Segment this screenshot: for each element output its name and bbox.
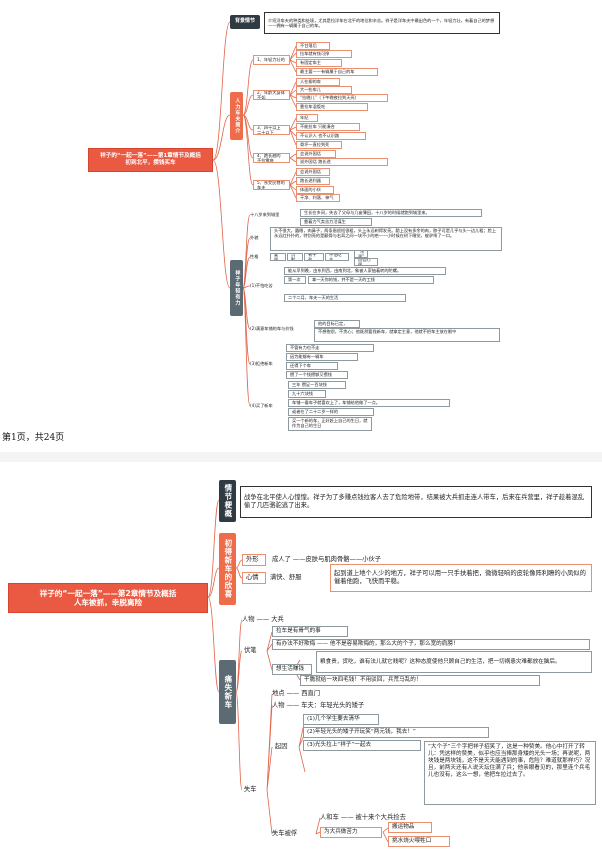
page2-appearance-label: 外形 bbox=[242, 554, 266, 566]
page1-group3-item: 骨坏一直拉到死 bbox=[296, 141, 342, 149]
page1-section-item: 因为能够有一辆车 bbox=[286, 353, 358, 361]
page1-trait: 不怕吃苦 bbox=[325, 253, 349, 261]
page1-section-item: 买一个新的车，正好赶上自己的生日，就作为自己的生日 bbox=[288, 417, 372, 431]
page1-group2-item: 靠拉车混饭吃 bbox=[296, 103, 368, 111]
page1-group-label-1: 1、年轻力壮的 bbox=[253, 55, 290, 65]
page1-trait: “乐观” bbox=[354, 250, 368, 258]
page1-group3-item: 不认识人 也不认识路 bbox=[296, 132, 366, 140]
page2-foreshadow-item: 拉车是有骨气的事 bbox=[272, 626, 348, 637]
page1-group1-item: 拉车就有钱可挣 bbox=[296, 50, 352, 58]
page1-section-item: 三年 攒足一百块钱 bbox=[288, 381, 346, 389]
page1-footer: 第1页，共24页 bbox=[2, 433, 65, 443]
page1-group2-item: “拉晚儿”（下午晚夜拉到天亮） bbox=[296, 94, 388, 102]
page1-group1-item: 最主要——有辆属于自己的车 bbox=[296, 68, 378, 76]
page2-root-line1: 祥子的“一起一落”——第2章情节及概括 bbox=[39, 588, 177, 598]
page1-section-item: 或者在了二十二岁一样的 bbox=[288, 408, 374, 416]
page1-group1-item: 有固定车主 bbox=[296, 59, 342, 67]
page1-section-item: 第一次 bbox=[284, 276, 306, 284]
page1-section-item: 还得下个车 bbox=[286, 362, 338, 370]
page1-group-label-4: 4、跑长趟的 不拉零座 bbox=[253, 153, 290, 163]
page1-group4-item: 说外国话 跑长途 bbox=[296, 158, 388, 166]
page1-group-label-3: 3、四十以上 二十以下 bbox=[253, 125, 290, 135]
page1-chapter-branch: 人力车夫简介 bbox=[230, 92, 243, 140]
page1-group-label-5: 5、东交民巷的车夫 bbox=[253, 180, 290, 190]
page1-group5-item: 干净、利落、神气 bbox=[296, 194, 340, 202]
page2-cause-item: (2)年轻光头的矮子开玩笑“两元钱，我去！” bbox=[303, 727, 489, 738]
page2-foreshadow-item: 想生活赚钱 bbox=[272, 664, 312, 675]
page1-root-topic: 祥子的“一起一落”——第1章情节及概括 初到北平，攒钱买车 bbox=[88, 148, 213, 172]
page1-section-item: 二个二月，车夫一天的生活 bbox=[284, 294, 406, 302]
page1-section-label: 外貌 bbox=[250, 235, 259, 241]
page2-cause-item: (3)光头拉上“祥子”一起去 bbox=[303, 740, 421, 751]
page1-group3-item: 年纪 bbox=[296, 114, 318, 122]
page1-section-item: 车铺一看车子就喜欢上了，车铺给他做了一点。 bbox=[288, 399, 450, 407]
page1-section-item: 攒了一个钱攒够又攒钱 bbox=[286, 371, 348, 379]
page2-new-car-branch: 初得新车的欣喜 bbox=[219, 533, 236, 605]
page2-plot-text: 战争在北平使人心惶惶。祥子为了多赚点钱拉客人去了危险地带，结果被大兵抓走连人带车… bbox=[240, 486, 592, 518]
page1-young-branch: 祥子年轻有力 bbox=[230, 260, 243, 316]
page1-section-label: (1)不怕吃苦 bbox=[250, 283, 273, 289]
page2-cause-text: “大个子”三个字把祥子招笑了，这是一种赞美。他心中打开了转儿：凭这样的赞美，似乎… bbox=[424, 741, 596, 805]
page1-group2-item: 大一些车儿 bbox=[296, 86, 352, 94]
page1-root-line1: 祥子的“一起一落”——第1章情节及概括 bbox=[100, 153, 201, 160]
page2-place: 地点 —— 西直门 bbox=[272, 690, 321, 698]
page1-section-item: 九十六块钱 bbox=[288, 390, 326, 398]
page2-root-topic: 祥子的“一起一落”——第2章情节及概括 人车被抓，幸脱离险 bbox=[8, 583, 208, 613]
page2-taken-label: 失车被俘 bbox=[272, 830, 298, 838]
page1-group5-item: 会说外国话 bbox=[296, 168, 330, 176]
page2-root-line2: 人车被抓，幸脱离险 bbox=[73, 598, 143, 607]
page2-taken-item: 挑水烧火喂牲口 bbox=[388, 836, 450, 847]
page1-section-item: 他的目标已定， bbox=[314, 320, 360, 328]
page1-section-label: (3)拒绝新车 bbox=[250, 361, 273, 367]
page1-section-item: 不管有力也不走 bbox=[286, 344, 374, 352]
page1-section-label: (2)满意车铺的车与价钱 bbox=[250, 326, 294, 332]
page1-section-item: 能从早到晚，由东到西，由南到北，象被人家抽着转的陀螺。 bbox=[284, 267, 446, 275]
page-separator bbox=[0, 452, 602, 462]
page2-person: 人物 —— 车夫：年轻光头的矮子 bbox=[272, 702, 365, 710]
page1-trait: 沉默 bbox=[287, 253, 303, 261]
page1-group3-item: 不能拉车 只能凑合 bbox=[296, 123, 360, 131]
page1-section-item: 生长在乡间，失去了父母与几亩薄田，十八岁的时候就跑到城里来。 bbox=[300, 209, 482, 217]
page2-lost-label: 失车 bbox=[244, 786, 257, 794]
page1-trait: 有干劲 bbox=[304, 253, 324, 261]
page2-mood-tag: 满快、舒服 bbox=[270, 574, 302, 582]
page2-foreshadow-item: 干脆就给一块四毛钱！不用驳回，兵荒马乱的！ bbox=[300, 675, 540, 686]
page1-section-item: 头不很大，圆眼，肉鼻子，两条眉很短很粗，头上永远剃得发亮。腮上没有多余的肉，脖子… bbox=[270, 227, 502, 251]
page1-section-label: (4)买了新车 bbox=[250, 403, 273, 409]
page1-section-label: 性格 bbox=[250, 254, 259, 260]
page2-cause-item: (1)几个学生要去清华 bbox=[303, 714, 379, 725]
page2-mood-text: 起到道上地个人少的地方，祥子可以用一只手扶着把，微微轻响的皮轮像阵利瞭的小凤似的… bbox=[330, 564, 592, 592]
page1-section-label: 十八岁来到城里 bbox=[250, 212, 280, 218]
page1-group5-item: 体面的小伙 bbox=[296, 186, 334, 194]
page1-group1-item: 不甘落后 bbox=[296, 42, 330, 50]
page1-group2-item: 人在柳的车 bbox=[296, 78, 340, 86]
page2-taken-item: 为大兵做苦力 bbox=[320, 827, 382, 838]
page1-group5-item: 跑长途利器 bbox=[296, 177, 330, 185]
page1-section-item: 拿一天你的钱，并不是一天的工钱 bbox=[308, 276, 434, 284]
page1-section-item: 不想抱怨，不贪心；他既然要找新车，就拿定主意，他就不把车主放在眼中 bbox=[314, 328, 500, 342]
page2-taken-item: 搬运物品 bbox=[388, 822, 432, 833]
page1-group-label-2: 2、年龄大身体不如 bbox=[253, 90, 290, 100]
page2-soldier: 人物 —— 大兵 bbox=[242, 616, 284, 624]
page2-foreshadow-item: 粮食贵，货吃，谁有法儿就它贱呢？这种态度使他只顾自己的生活，把一切祸患灾难都放在… bbox=[316, 651, 592, 673]
page1-trait: 自信心强 bbox=[354, 258, 378, 266]
page2-foreshadow-item: 有办法不好欺侮 —— 他不是容易欺侮的，那么大的个子，那么宽的肩膀！ bbox=[272, 639, 590, 650]
page1-section-item: 靠着力气卖苦力活谋生 bbox=[300, 218, 372, 226]
page1-group4-item: 会说外国话 bbox=[296, 150, 336, 158]
page2-lost-car-branch: 痛失新车 bbox=[219, 660, 236, 724]
page2-taken-item: 人和车 —— 被十来个大兵捡去 bbox=[320, 814, 406, 822]
page2-appearance-text: 成人了 ——皮肤与肌肉骨骼——小伙子 bbox=[272, 556, 382, 564]
page1-plot-text: 介绍洋车夫的种类和处境，尤其是拉洋车在北平的地位和辛苦。祥子是洋车夫中最出色的一… bbox=[264, 12, 500, 34]
page2-foreshadow-label: 伏笔 bbox=[244, 647, 257, 655]
page2-mood-label: 心情 bbox=[242, 572, 266, 584]
page1-root-line2: 初到北平，攒钱买车 bbox=[125, 160, 176, 166]
page2-cause-label: 起因 bbox=[275, 743, 288, 751]
page1-trait: 要强 bbox=[270, 253, 286, 261]
page2-plot-branch: 情节梗概 bbox=[219, 480, 236, 522]
page1-plot-branch: 背景情节 bbox=[230, 15, 260, 29]
